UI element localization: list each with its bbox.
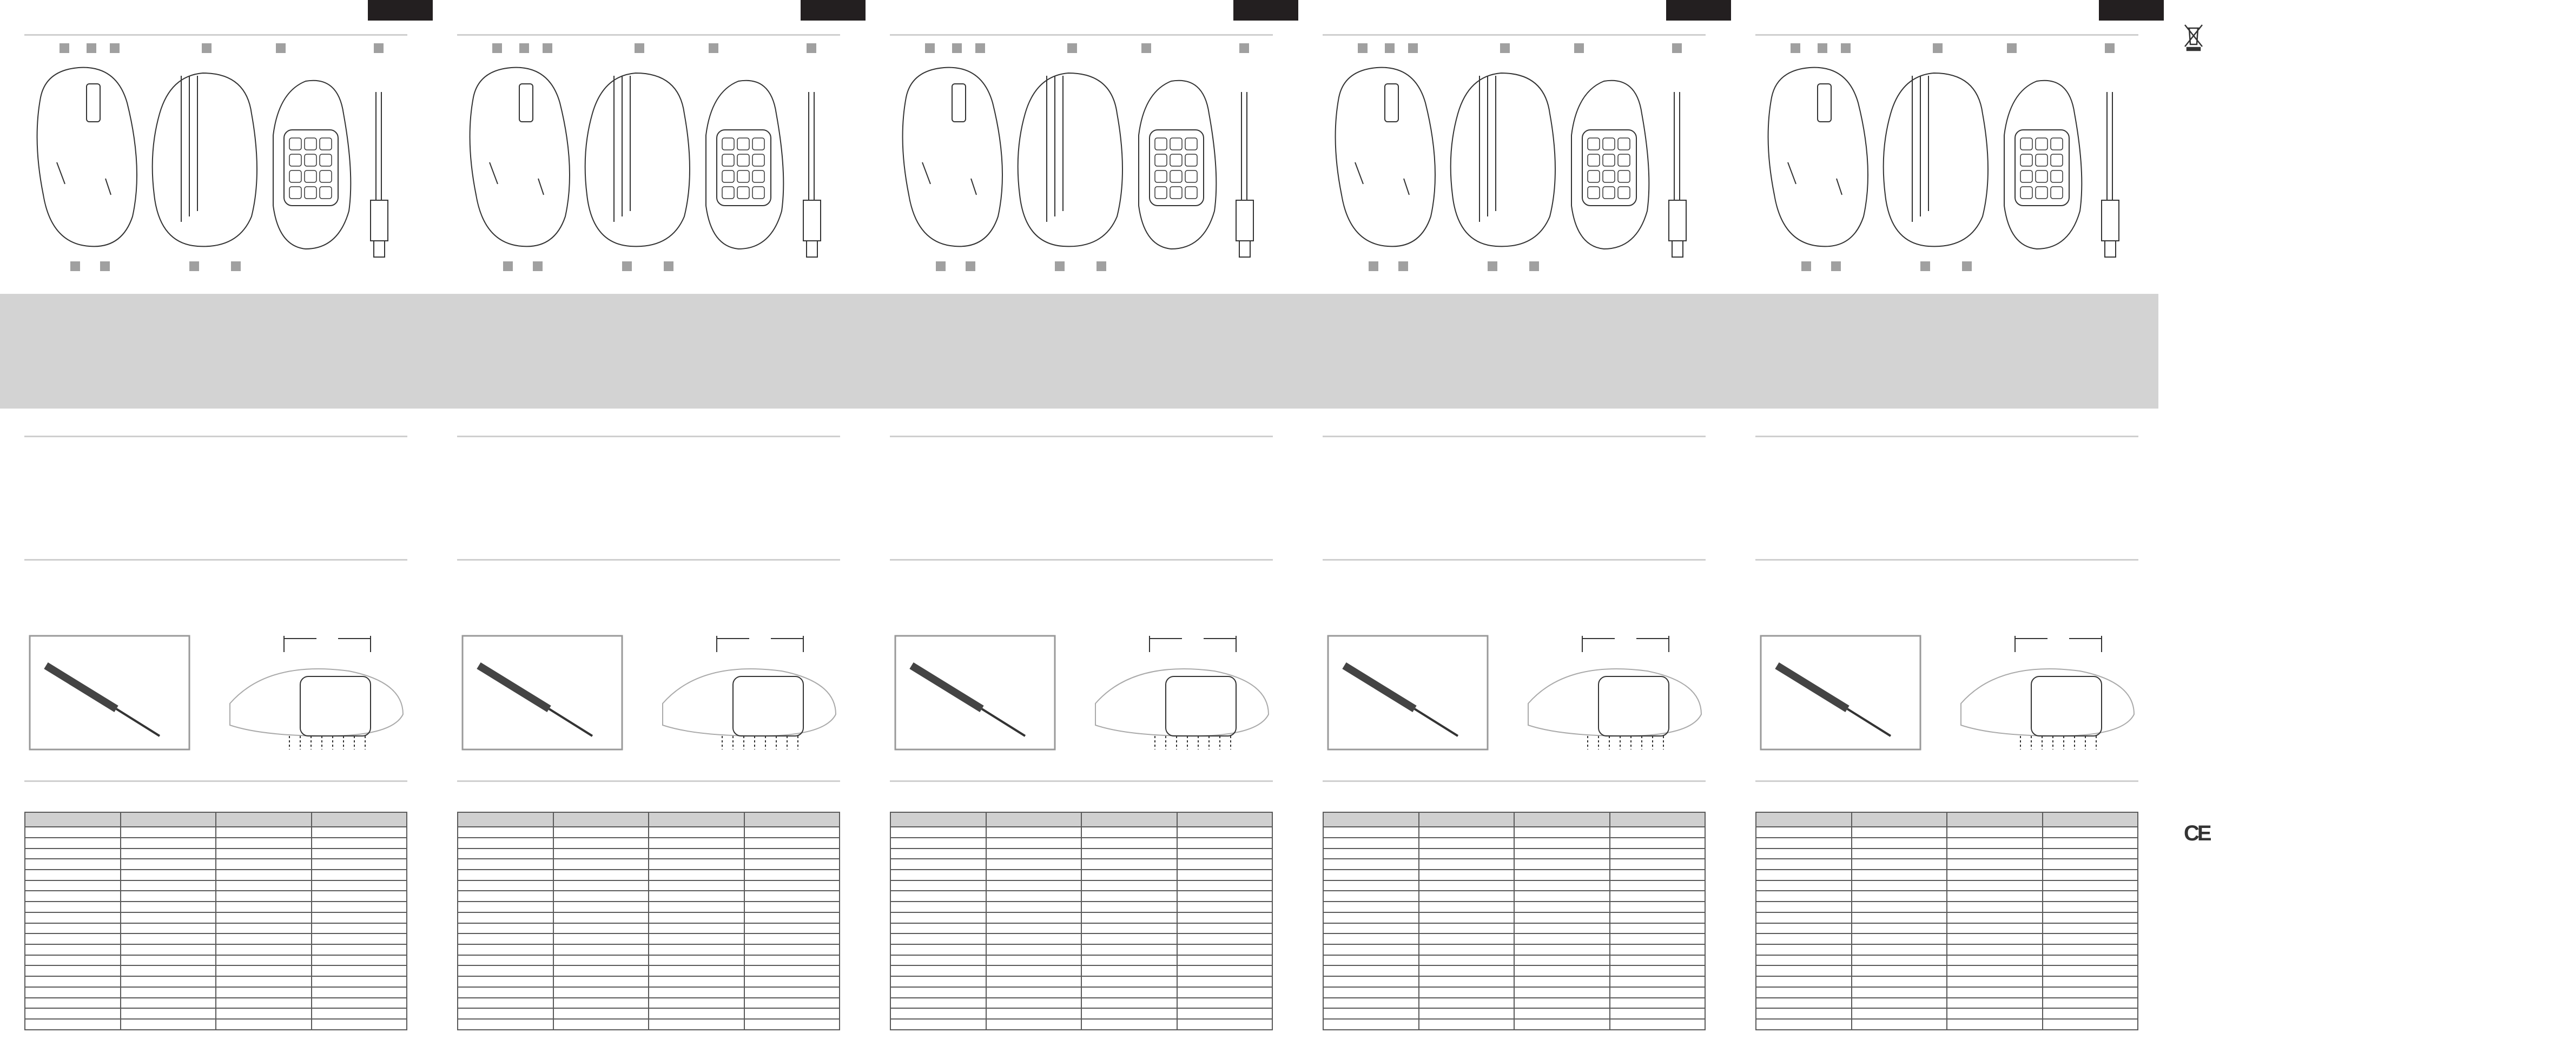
manual-panel	[24, 0, 457, 1039]
usb-cable-icon	[370, 92, 388, 258]
mouse-top-icon	[902, 67, 1003, 247]
manual-panel	[1323, 0, 1755, 1039]
divider	[1323, 780, 1706, 782]
mouse-illustration	[902, 43, 1254, 271]
keypad-swap-figure	[1760, 635, 2135, 751]
divider	[1755, 780, 2138, 782]
divider	[1323, 559, 1706, 561]
keypad-side-icon	[705, 80, 784, 250]
divider	[1323, 436, 1706, 437]
divider	[24, 436, 407, 437]
ce-mark-icon: CE	[2184, 821, 2212, 845]
keypad-side-icon	[273, 80, 352, 250]
mouse-side-icon	[584, 72, 690, 247]
keypad-swap-figure	[461, 635, 837, 751]
divider	[890, 436, 1273, 437]
divider	[890, 780, 1273, 782]
divider	[24, 559, 407, 561]
divider	[1755, 559, 2138, 561]
panel-tab	[1666, 0, 1731, 21]
divider	[457, 436, 840, 437]
panel-tab	[1233, 0, 1298, 21]
usb-cable-icon	[1668, 92, 1687, 258]
spec-table	[1755, 811, 2138, 1030]
callout-markers	[492, 43, 816, 271]
callout-markers	[1791, 43, 2115, 271]
keypad-swap-figure	[894, 635, 1270, 751]
callout-markers	[925, 43, 1249, 271]
usb-cable-icon	[803, 92, 821, 258]
divider	[457, 780, 840, 782]
spec-table	[1323, 811, 1706, 1030]
mouse-top-icon	[1767, 67, 1868, 247]
mouse-illustration	[469, 43, 821, 271]
divider	[24, 780, 407, 782]
spec-table	[24, 811, 407, 1030]
divider	[890, 34, 1273, 36]
usb-cable-icon	[1236, 92, 1254, 258]
keypad-side-icon	[1138, 80, 1217, 250]
divider	[457, 34, 840, 36]
manual-panel	[890, 0, 1323, 1039]
mouse-side-icon	[1450, 72, 1556, 247]
keypad-swap-figure	[29, 635, 404, 751]
divider	[24, 34, 407, 36]
callout-markers	[60, 43, 384, 271]
divider	[1755, 436, 2138, 437]
mouse-side-icon	[1017, 72, 1123, 247]
mouse-side-icon	[1883, 72, 1989, 247]
spec-table	[890, 811, 1273, 1030]
mouse-illustration	[1335, 43, 1687, 271]
divider	[1323, 34, 1706, 36]
manual-panel	[457, 0, 890, 1039]
panel-tab	[2099, 0, 2164, 21]
mouse-illustration	[36, 43, 388, 271]
callout-markers	[1358, 43, 1682, 271]
manual-panel	[1755, 0, 2188, 1039]
divider	[890, 559, 1273, 561]
keypad-swap-figure	[1327, 635, 1702, 751]
mouse-top-icon	[1335, 67, 1436, 247]
keypad-side-icon	[1571, 80, 1650, 250]
keypad-side-icon	[2004, 80, 2083, 250]
divider	[457, 559, 840, 561]
weee-bin-icon	[2184, 24, 2203, 51]
mouse-top-icon	[36, 67, 137, 247]
mouse-side-icon	[151, 72, 257, 247]
spec-table	[457, 811, 840, 1030]
usb-cable-icon	[2101, 92, 2119, 258]
panel-tab	[801, 0, 866, 21]
panel-tab	[368, 0, 433, 21]
mouse-illustration	[1767, 43, 2119, 271]
band	[0, 294, 2158, 409]
mouse-top-icon	[469, 67, 570, 247]
divider	[1755, 34, 2138, 36]
